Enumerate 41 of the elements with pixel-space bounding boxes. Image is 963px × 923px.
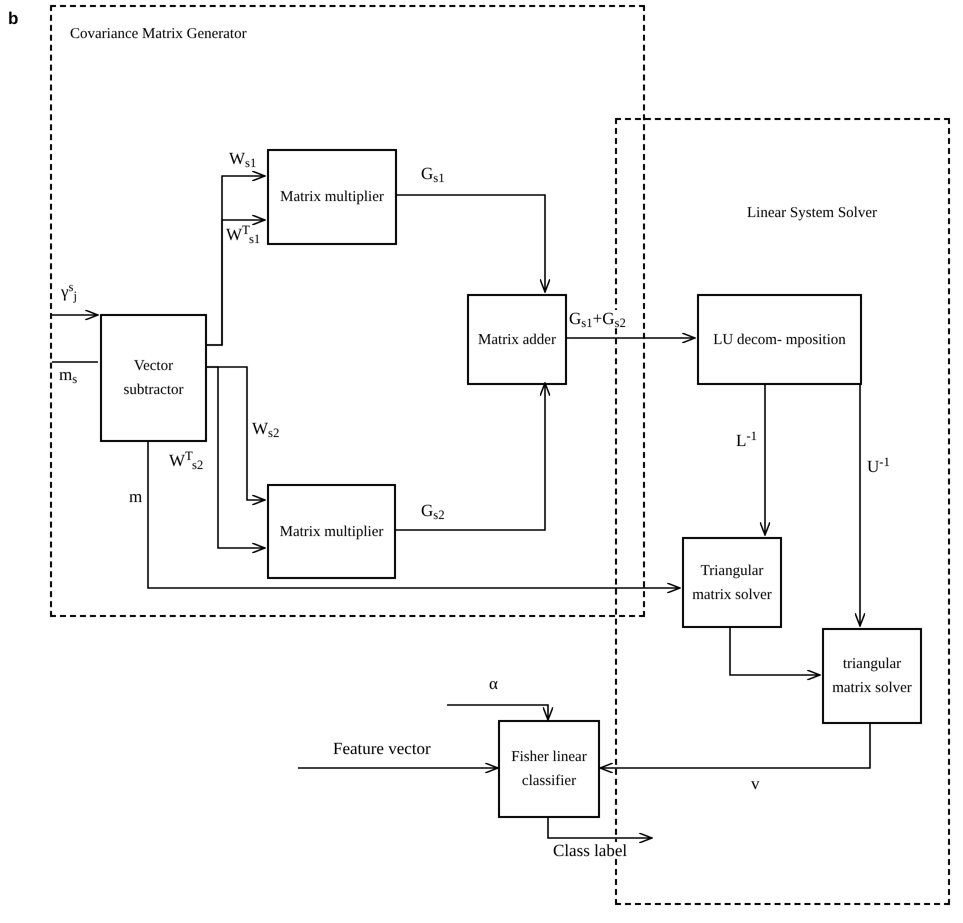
block-box	[467, 294, 567, 385]
block-box	[697, 294, 862, 385]
edge-label: Feature vector	[332, 740, 432, 757]
connector-arrow	[394, 382, 551, 531]
connector-arrow	[854, 383, 866, 627]
edge-label: G$_{s1}$+G$_{s2}$	[568, 310, 627, 327]
block-label: Matrix multiplier	[280, 522, 384, 542]
block-box	[100, 314, 207, 442]
edge-label: L$^{-1}$	[735, 432, 758, 449]
edge-label: W$_{s2}$	[251, 420, 280, 437]
connector-arrow	[599, 722, 871, 774]
edge-label: U$^{-1}$	[866, 458, 891, 475]
block-label: triangular matrix solver	[831, 655, 913, 698]
edge-label: Class label	[552, 842, 628, 859]
connector-arrow	[565, 332, 696, 344]
connector-arrow	[147, 440, 681, 594]
block-label: Matrix adder	[478, 330, 556, 350]
connector-arrow	[759, 383, 771, 536]
block-label: LU decom- mposition	[713, 330, 846, 350]
block-label: Vector subtractor	[122, 357, 184, 400]
connector-arrow	[729, 626, 821, 681]
connector-arrow	[547, 818, 653, 844]
block-label: Triangular matrix solver	[691, 562, 773, 604]
connector-arrow	[205, 214, 266, 346]
connector-arrow	[205, 366, 266, 554]
edge-label: G$_{s2}$	[420, 502, 446, 519]
edge-label: G$_{s1}$	[420, 165, 446, 182]
block-box	[498, 720, 600, 818]
panel-letter: b	[8, 8, 18, 30]
block-box	[267, 484, 396, 579]
block-box	[267, 149, 397, 245]
edge-label: W$_{s1}$	[228, 150, 258, 167]
block-label: Matrix multiplier	[280, 188, 384, 207]
block-box	[682, 537, 782, 628]
connector-arrow	[447, 704, 554, 721]
block-label: Fisher linear classifier	[510, 748, 588, 791]
dashed-group-frame	[50, 5, 645, 617]
block-box	[822, 628, 922, 724]
connector-arrow	[395, 194, 551, 293]
connector-arrow	[52, 309, 99, 321]
connector-arrow	[298, 762, 499, 774]
